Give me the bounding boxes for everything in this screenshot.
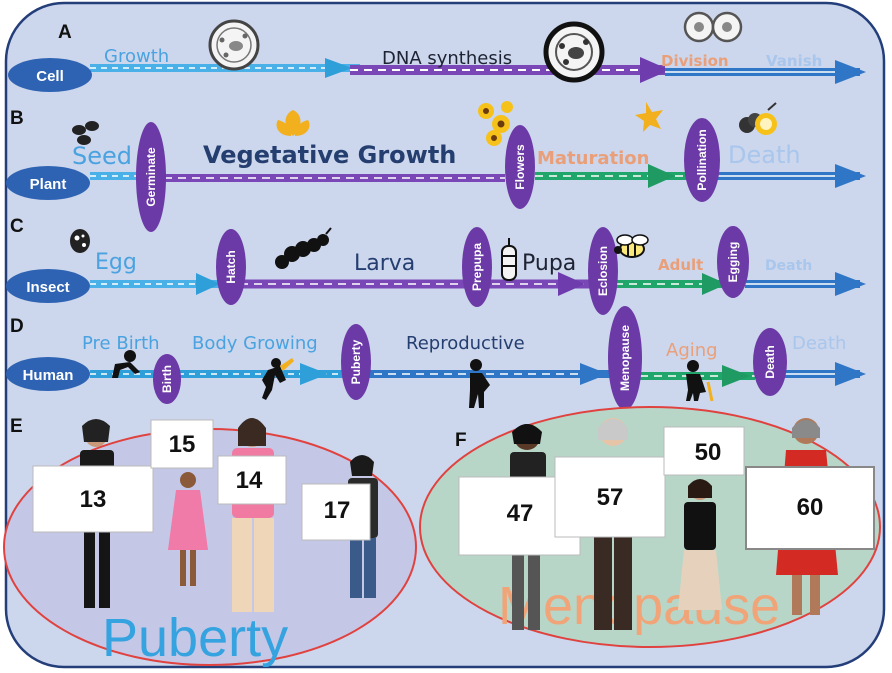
label-germinate: Germinate [144, 147, 158, 207]
stage-death-human: Death [792, 333, 846, 354]
oval-eclosion [588, 227, 618, 315]
cell-icon-large [543, 21, 605, 83]
label-death-human: Death [763, 345, 777, 378]
person-50 [663, 426, 745, 610]
elderly-person-icon [686, 360, 714, 402]
puberty-title: Puberty [102, 608, 288, 668]
person-13 [32, 419, 154, 608]
label-flowers: Flowers [513, 144, 527, 190]
person-14 [217, 418, 287, 612]
oval-prepupa [462, 227, 492, 307]
row-insect: Insect Egg Hatch Larva Prepupa Pupa Eclo… [6, 226, 866, 315]
age-sign-17: 17 [324, 497, 351, 524]
stage-egg: Egg [95, 250, 137, 275]
stage-division: Division [661, 52, 729, 70]
age-sign-60: 60 [797, 494, 824, 521]
panel-letter-b: B [10, 108, 24, 129]
oval-germinate [136, 122, 166, 232]
stage-larva: Larva [354, 251, 415, 276]
oval-menopause [608, 306, 642, 410]
oval-puberty [341, 324, 371, 400]
row-human: Human Pre Birth Birth Body Growing Puber… [6, 306, 866, 410]
entity-oval-insect [6, 269, 90, 303]
cell-icon [208, 19, 260, 71]
panel-menopause: Menopause 47 57 50 [419, 406, 881, 648]
person-60 [745, 418, 875, 615]
label-hatch: Hatch [224, 250, 238, 283]
label-pollination: Pollination [695, 129, 709, 190]
row-plant: Plant Seed Germinate Vegetative Growth F… [6, 101, 866, 232]
age-sign-50: 50 [695, 439, 722, 466]
age-sign-57: 57 [597, 484, 624, 511]
panel-letter-e: E [10, 416, 23, 437]
oval-pollination [684, 118, 720, 202]
panel-letter-f: F [455, 430, 467, 451]
caterpillar-icon [275, 227, 332, 269]
stage-pre-birth: Pre Birth [82, 333, 160, 354]
crawling-baby-icon [112, 350, 140, 378]
seeds-icon [72, 121, 99, 145]
stage-maturation: Maturation [537, 148, 649, 169]
stage-death-plant: Death [728, 141, 801, 169]
panel-letter-d: D [10, 316, 24, 337]
pupa-icon [501, 238, 517, 281]
stage-pupa: Pupa [522, 251, 576, 276]
oval-flowers [505, 125, 535, 209]
panel-letter-c: C [10, 216, 24, 237]
age-sign-14: 14 [236, 467, 263, 494]
entity-label-insect: Insect [26, 279, 69, 296]
stage-vegetative-growth: Vegetative Growth [203, 141, 456, 169]
person-57 [554, 418, 666, 630]
label-eclosion: Eclosion [596, 246, 610, 296]
stage-reproductive: Reproductive [406, 333, 525, 354]
oval-birth [153, 354, 181, 404]
oval-death-human [753, 328, 787, 396]
label-birth: Birth [160, 365, 174, 393]
label-puberty: Puberty [349, 339, 363, 384]
stage-body-growing: Body Growing [192, 333, 318, 354]
entity-label-cell: Cell [36, 68, 64, 85]
flowers-icon [478, 101, 513, 146]
stage-dna-synthesis: DNA synthesis [382, 48, 512, 69]
entity-label-human: Human [23, 367, 74, 384]
label-menopause: Menopause [618, 325, 632, 391]
age-sign-15: 15 [169, 431, 196, 458]
oval-egging [717, 226, 749, 298]
entity-oval-cell [8, 58, 92, 92]
panel-letter-a: A [58, 22, 72, 43]
person-17 [301, 455, 378, 598]
label-egging: Egging [726, 242, 740, 283]
label-prepupa: Prepupa [470, 243, 484, 291]
oval-hatch [216, 229, 246, 305]
egg-icon [70, 229, 90, 253]
leaf-icon [276, 110, 310, 136]
stage-death-insect: Death [765, 258, 812, 274]
dividing-cells-icon [683, 11, 743, 43]
fruit-icon [739, 102, 777, 135]
running-child-icon [262, 358, 294, 400]
stage-vanish: Vanish [766, 52, 822, 70]
stage-aging: Aging [666, 340, 718, 361]
person-15 [150, 419, 214, 586]
star-flower-icon [635, 102, 663, 132]
row-cell: Cell Growth DNA synthesis Division Vanis… [8, 11, 866, 92]
entity-label-plant: Plant [30, 176, 67, 193]
age-sign-47: 47 [507, 500, 534, 527]
stage-seed: Seed [72, 142, 132, 170]
stage-adult: Adult [658, 256, 703, 274]
menopause-title: Menopause [498, 576, 780, 636]
bee-icon [614, 234, 649, 258]
panel-puberty: Puberty 13 15 14 [3, 418, 417, 668]
age-sign-13: 13 [80, 486, 107, 513]
entity-oval-plant [6, 166, 90, 200]
entity-oval-human [6, 357, 90, 391]
stage-growth: Growth [104, 46, 169, 67]
pregnant-woman-icon [469, 359, 490, 408]
